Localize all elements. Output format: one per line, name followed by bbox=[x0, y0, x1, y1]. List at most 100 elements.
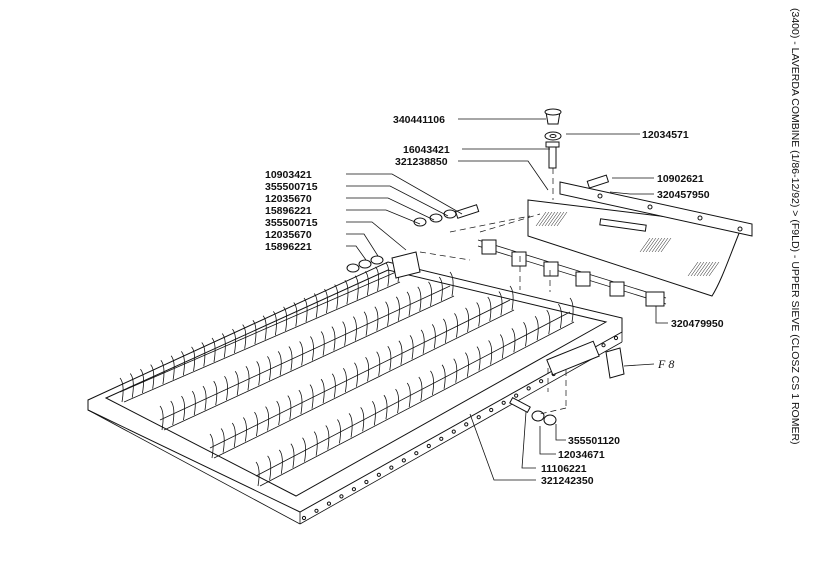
rail-hole bbox=[326, 501, 332, 506]
louver-slat bbox=[334, 284, 339, 309]
louver-slat bbox=[265, 406, 270, 431]
louver-slat bbox=[441, 364, 446, 389]
louver-slat bbox=[254, 411, 258, 437]
side-title: (3400) - LAVERDA COMBINE (1/86-12/92) > … bbox=[789, 8, 801, 445]
shade-stroke bbox=[645, 237, 657, 253]
louver-slat bbox=[331, 326, 336, 351]
shade-stroke bbox=[657, 237, 669, 253]
shade-stroke bbox=[702, 261, 714, 277]
part-label-6: 320457950 bbox=[657, 189, 710, 201]
louver-slat bbox=[365, 357, 370, 382]
louver-slat bbox=[431, 324, 436, 349]
rail-hole bbox=[526, 386, 531, 391]
louver-slat bbox=[375, 266, 380, 291]
rail-hole bbox=[351, 487, 357, 492]
rail-hole bbox=[301, 515, 307, 521]
part-labels: 340441106 12034571 16043421 321238850 10… bbox=[265, 114, 724, 487]
louver-slat bbox=[371, 401, 376, 426]
shade-stroke bbox=[553, 211, 565, 227]
louver-slat bbox=[232, 328, 236, 354]
louver-slat bbox=[262, 315, 267, 340]
louver-slat bbox=[465, 307, 470, 332]
louver-slat bbox=[170, 400, 175, 426]
rail-hole bbox=[414, 451, 419, 456]
louver-slat bbox=[558, 303, 562, 329]
shade-stroke bbox=[708, 261, 720, 277]
louver-slat bbox=[499, 334, 504, 359]
louver-slat bbox=[273, 311, 277, 336]
louver-slat bbox=[409, 335, 414, 360]
louver-slat bbox=[320, 331, 325, 356]
part-label-16: 12034671 bbox=[558, 449, 605, 461]
louver-slat bbox=[534, 315, 539, 341]
rail-hole bbox=[439, 436, 444, 441]
louver-slat bbox=[406, 291, 411, 316]
rail-hole bbox=[539, 379, 544, 384]
louver-slat bbox=[150, 364, 155, 389]
louver-slat bbox=[488, 340, 493, 365]
louver-slat bbox=[255, 461, 260, 487]
part-label-17: 11106221 bbox=[541, 463, 587, 475]
louver-slat bbox=[498, 291, 503, 316]
rail-hole bbox=[451, 429, 456, 434]
part-label-4: 321238850 bbox=[395, 156, 448, 168]
louver-slat bbox=[523, 322, 528, 347]
clamp-bar bbox=[559, 181, 753, 237]
louver-slat bbox=[242, 324, 247, 349]
louver-slat bbox=[398, 340, 403, 365]
part-label-15: 355501120 bbox=[568, 435, 620, 447]
part-label-9: 12035670 bbox=[265, 193, 312, 205]
louver-slat bbox=[252, 319, 257, 345]
louver-slat bbox=[213, 380, 218, 406]
louver-slat bbox=[385, 301, 390, 326]
louver-slat bbox=[417, 286, 422, 311]
shade-stroke bbox=[660, 237, 672, 253]
louver-slat bbox=[374, 306, 379, 331]
part-label-5: 10902621 bbox=[657, 173, 704, 185]
support-brackets bbox=[477, 239, 667, 307]
shade-stroke bbox=[642, 237, 654, 253]
assembly-dash-lines bbox=[419, 168, 567, 415]
rail-hole bbox=[401, 458, 406, 463]
louver-slat bbox=[256, 361, 261, 386]
louver-slat bbox=[298, 389, 303, 415]
part-label-1: 340441106 bbox=[393, 114, 445, 126]
rail-hole bbox=[464, 422, 469, 427]
part-label-7: 10903421 bbox=[265, 169, 312, 181]
rail-hole bbox=[489, 407, 494, 413]
shade-stroke bbox=[651, 237, 663, 253]
louver-slat bbox=[211, 337, 216, 363]
louver-slat bbox=[511, 328, 516, 353]
figure-reference: F 8 bbox=[657, 357, 674, 371]
louver-slat bbox=[344, 279, 349, 305]
louver-slat bbox=[290, 443, 295, 468]
louver-slat bbox=[476, 302, 481, 327]
louver-slat bbox=[119, 377, 124, 403]
louver-slat bbox=[309, 384, 314, 409]
louver-slat bbox=[159, 405, 164, 431]
shade-stroke bbox=[705, 261, 717, 277]
louver-slat bbox=[363, 311, 368, 336]
louver-slat bbox=[546, 309, 551, 335]
extension-plate bbox=[527, 199, 743, 297]
louver-slat bbox=[129, 373, 134, 398]
mounting-bracket-left bbox=[391, 251, 421, 279]
louver-slat bbox=[276, 400, 281, 426]
louver-slat bbox=[476, 346, 481, 371]
shade-stroke bbox=[639, 237, 651, 253]
shade-stroke bbox=[690, 261, 702, 277]
shade-stroke bbox=[556, 211, 568, 227]
louver-slat bbox=[303, 297, 308, 323]
louver-slat bbox=[395, 296, 400, 321]
louver-slat bbox=[313, 431, 318, 456]
slat-band bbox=[255, 297, 575, 487]
rail-hole bbox=[364, 479, 369, 485]
louver-slat bbox=[221, 333, 226, 358]
part-label-18: 321242350 bbox=[541, 475, 594, 487]
part-label-11: 355500715 bbox=[265, 217, 318, 229]
rail-hole bbox=[613, 335, 619, 341]
part-label-2: 12034571 bbox=[642, 129, 689, 141]
plate-shading bbox=[535, 211, 720, 277]
louver-slat bbox=[267, 356, 271, 381]
